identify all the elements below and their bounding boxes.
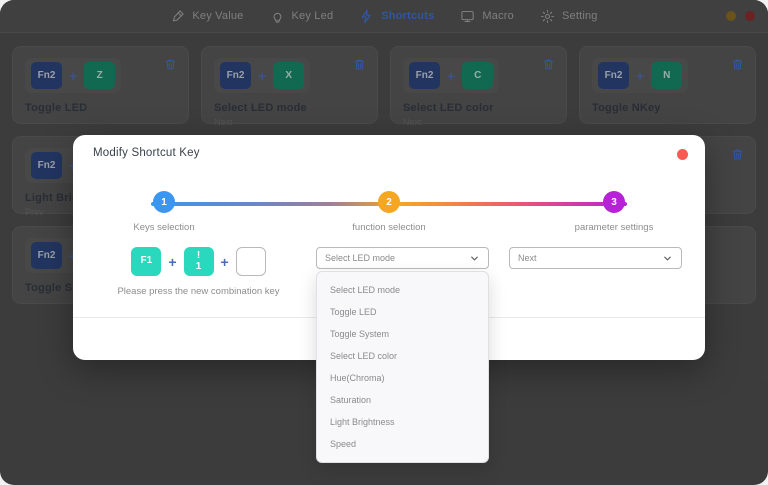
keycap-modifier: Fn2 — [31, 62, 62, 89]
close-dot-icon[interactable] — [677, 149, 688, 160]
step-progress: 1 Keys selection 2 function selection 3 … — [109, 191, 669, 237]
modal-controls: F1 + ! 1 + Please press the new combinat… — [73, 237, 705, 463]
delete-icon[interactable] — [731, 148, 744, 161]
shortcut-card[interactable]: Fn2 + C Select LED color Next — [390, 46, 567, 127]
card-subtitle: Next — [214, 117, 233, 127]
step-number: 2 — [378, 191, 400, 213]
modal-keycap-empty-slot[interactable] — [235, 247, 266, 276]
card-title: Select LED mode — [214, 102, 307, 114]
card-title: Toggle NKey — [592, 102, 661, 114]
nav-item-shortcuts[interactable]: Shortcuts — [359, 9, 434, 24]
chevron-down-icon — [469, 253, 480, 264]
nav-item-key-led[interactable]: Key Led — [270, 9, 334, 24]
modal-header: Modify Shortcut Key — [73, 135, 705, 171]
delete-icon[interactable] — [542, 58, 555, 71]
key-combination: Fn2 + Z — [25, 58, 122, 93]
card-subtitle: Next — [403, 117, 422, 127]
top-navigation-bar: Key Value Key Led Shortcuts — [0, 0, 768, 33]
dropdown-option[interactable]: Toggle System — [330, 329, 390, 339]
bulb-icon — [270, 9, 285, 24]
key-combination-editor: F1 + ! 1 + — [101, 247, 296, 276]
keys-selection-block: F1 + ! 1 + Please press the new combinat… — [101, 247, 296, 297]
minimize-button[interactable] — [726, 11, 736, 21]
close-button[interactable] — [745, 11, 755, 21]
dropdown-option[interactable]: Select LED color — [330, 351, 398, 361]
delete-icon[interactable] — [731, 58, 744, 71]
lightning-icon — [359, 9, 374, 24]
keycap-key: N — [651, 62, 683, 89]
shortcut-card[interactable]: Fn2 + X Select LED mode Next — [201, 46, 378, 127]
nav-item-label: Key Value — [192, 10, 244, 22]
window-controls — [726, 11, 755, 21]
function-select-dropdown[interactable]: Select LED mode Toggle LED Toggle System… — [316, 271, 489, 463]
modal-keycap-exclaim-1[interactable]: ! 1 — [183, 247, 214, 276]
keycap-modifier: Fn2 — [31, 152, 62, 179]
step-label: Keys selection — [133, 222, 195, 233]
nav-item-label: Shortcuts — [381, 10, 435, 22]
step-label: function selection — [352, 222, 426, 233]
keycap-label-top: ! — [196, 250, 201, 261]
modal-title: Modify Shortcut Key — [93, 147, 200, 159]
shortcut-card[interactable]: Fn2 + Z Toggle LED — [12, 46, 189, 124]
nav-item-label: Setting — [561, 10, 598, 22]
plus-separator: + — [258, 67, 267, 84]
modify-shortcut-modal: Modify Shortcut Key 1 Keys selection 2 f… — [73, 135, 705, 463]
nav-item-label: Key Led — [291, 10, 334, 22]
dropdown-option[interactable]: Speed — [330, 439, 357, 449]
gear-icon — [540, 9, 555, 24]
nav-item-macro[interactable]: Macro — [460, 9, 514, 24]
dropdown-option[interactable]: Toggle LED — [330, 307, 377, 317]
keycap-label: F1 — [140, 255, 153, 267]
step-label: parameter settings — [574, 222, 654, 233]
function-select[interactable]: Select LED mode — [316, 247, 489, 269]
keycap-modifier: Fn2 — [598, 62, 629, 89]
step-number: 3 — [603, 191, 625, 213]
nav-item-key-value[interactable]: Key Value — [170, 9, 243, 24]
step-keys-selection[interactable]: 1 Keys selection — [109, 191, 219, 237]
keycap-modifier: Fn2 — [409, 62, 440, 89]
parameter-select[interactable]: Next — [509, 247, 682, 269]
nav-item-label: Macro — [482, 10, 514, 22]
dropdown-option[interactable]: Light Brightness — [330, 417, 395, 427]
delete-icon[interactable] — [164, 58, 177, 71]
monitor-icon — [460, 9, 475, 24]
step-parameter-settings[interactable]: 3 parameter settings — [559, 191, 669, 237]
plus-separator: + — [69, 67, 78, 84]
keycap-key: C — [462, 62, 494, 89]
keycap-modifier: Fn2 — [220, 62, 251, 89]
card-title: Select LED color — [403, 102, 494, 114]
plus-separator: + — [636, 67, 645, 84]
card-row: Fn2 + Z Toggle LED Fn2 + X Sel — [12, 46, 756, 127]
shortcut-card[interactable]: Fn2 + N Toggle NKey — [579, 46, 756, 124]
dropdown-option[interactable]: Select LED mode — [330, 285, 401, 295]
function-select-wrapper: Select LED mode Select LED mode Toggle L… — [316, 247, 489, 463]
card-title: Toggle LED — [25, 102, 88, 114]
key-combination: Fn2 + C — [403, 58, 500, 93]
nav-item-setting[interactable]: Setting — [540, 9, 598, 24]
keycap-label-bottom: 1 — [195, 260, 202, 272]
plus-separator: + — [447, 67, 456, 84]
pen-icon — [170, 9, 185, 24]
plus-separator: + — [220, 253, 229, 270]
key-combination: Fn2 + N — [592, 58, 689, 93]
card-subtitle: Prev — [25, 207, 44, 217]
parameter-select-value: Next — [518, 253, 537, 263]
keycap-key: X — [273, 62, 305, 89]
keys-hint-text: Please press the new combination key — [117, 286, 280, 297]
step-number: 1 — [153, 191, 175, 213]
step-function-selection[interactable]: 2 function selection — [334, 191, 444, 237]
dropdown-option[interactable]: Hue(Chroma) — [330, 373, 385, 383]
key-combination: Fn2 + X — [214, 58, 311, 93]
dropdown-option[interactable]: Saturation — [330, 395, 372, 405]
keycap-modifier: Fn2 — [31, 242, 62, 269]
modal-keycap-f1[interactable]: F1 — [131, 247, 162, 276]
parameter-select-wrapper: Next — [509, 247, 682, 269]
function-select-value: Select LED mode — [325, 253, 396, 263]
delete-icon[interactable] — [353, 58, 366, 71]
plus-separator: + — [168, 253, 177, 270]
chevron-down-icon — [662, 253, 673, 264]
keycap-key: Z — [84, 62, 116, 89]
